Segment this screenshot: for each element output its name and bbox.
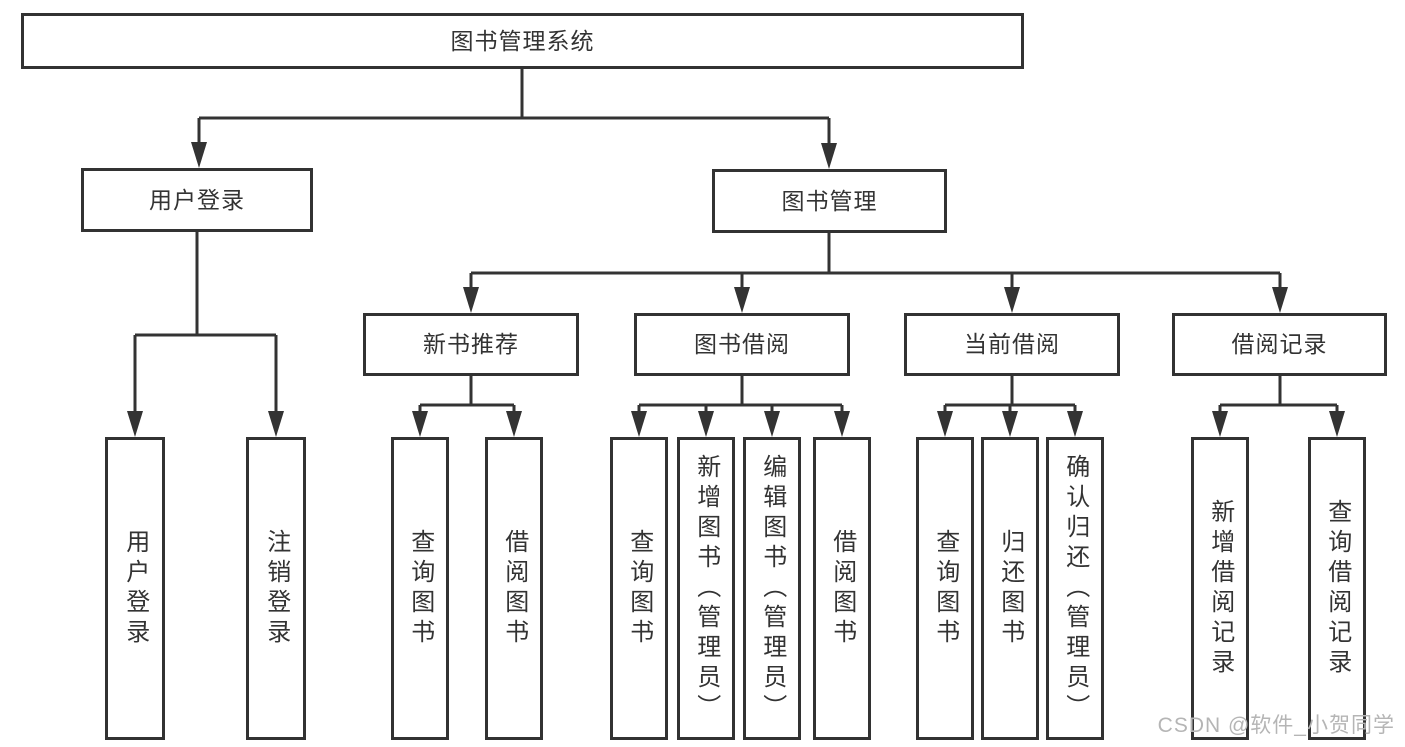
- node-new-book-recommendation: 新书推荐: [363, 313, 579, 376]
- node-logout: 注销登录: [246, 437, 306, 740]
- node-borrow-books: 借阅图书: [813, 437, 871, 740]
- node-confirm-return-admin: 确认归还（管理员）: [1046, 437, 1104, 740]
- node-borrowing-records: 借阅记录: [1172, 313, 1387, 376]
- node-query-books-current: 查询图书: [916, 437, 974, 740]
- node-borrow-books-recommend: 借阅图书: [485, 437, 543, 740]
- node-library-management-system: 图书管理系统: [21, 13, 1024, 69]
- node-user-login-group: 用户登录: [81, 168, 313, 232]
- node-add-borrow-record: 新增借阅记录: [1191, 437, 1249, 740]
- node-return-book: 归还图书: [981, 437, 1039, 740]
- node-query-books-recommend: 查询图书: [391, 437, 449, 740]
- node-query-borrow-record: 查询借阅记录: [1308, 437, 1366, 740]
- node-book-borrowing: 图书借阅: [634, 313, 850, 376]
- node-edit-book-admin: 编辑图书（管理员）: [743, 437, 801, 740]
- node-user-login: 用户登录: [105, 437, 165, 740]
- node-book-management: 图书管理: [712, 169, 947, 233]
- node-current-borrowing: 当前借阅: [904, 313, 1120, 376]
- arrowheads: [127, 142, 1345, 437]
- node-add-book-admin: 新增图书（管理员）: [677, 437, 735, 740]
- node-query-books-borrowing: 查询图书: [610, 437, 668, 740]
- csdn-watermark: CSDN @软件_小贺同学: [1157, 714, 1395, 737]
